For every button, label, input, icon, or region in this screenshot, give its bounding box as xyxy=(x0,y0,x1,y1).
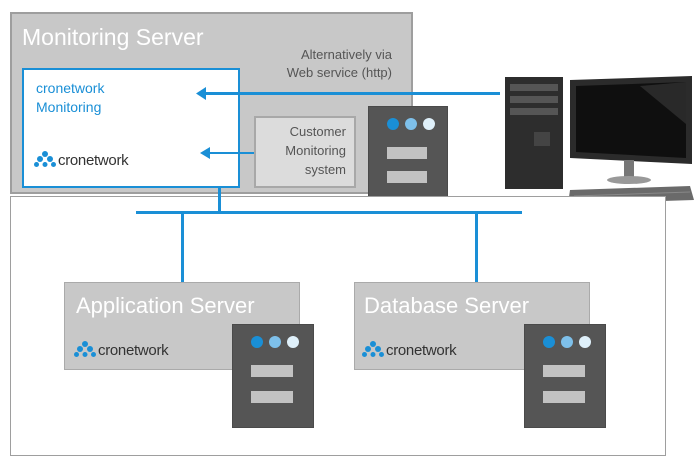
application-server-title: Application Server xyxy=(76,293,255,318)
drive-bay xyxy=(251,365,293,377)
cronetwork-monitoring-label-line1: cronetwork xyxy=(36,80,105,96)
status-led xyxy=(269,336,281,348)
drive-bay xyxy=(387,171,427,183)
database-server-link xyxy=(475,213,478,282)
drive-bay xyxy=(543,391,585,403)
monitoring-server-title: Monitoring Server xyxy=(22,24,204,50)
drive-bay xyxy=(543,365,585,377)
cronetwork-logo-word: cronetwork xyxy=(58,152,129,169)
customer-monitoring-line1: Customer xyxy=(289,124,346,139)
cronetwork-monitoring-label-line2: Monitoring xyxy=(36,99,102,115)
arrow-left-icon xyxy=(196,87,206,100)
database-server-tower xyxy=(524,324,606,428)
customer-monitoring-connection-line xyxy=(206,152,254,154)
database-server-title: Database Server xyxy=(364,293,530,318)
customer-monitoring-box: Customer Monitoring system xyxy=(254,116,356,188)
status-led xyxy=(251,336,263,348)
cronetwork-logo: cronetwork xyxy=(362,340,472,364)
status-led xyxy=(579,336,591,348)
customer-monitoring-line3: system xyxy=(304,162,346,177)
web-service-note-line1: Alternatively via xyxy=(300,47,392,62)
status-led xyxy=(423,118,435,130)
cronetwork-logo-word: cronetwork xyxy=(386,342,457,359)
network-bus-line xyxy=(136,211,522,214)
cronetwork-logo-word: cronetwork xyxy=(98,342,169,359)
computer-icon xyxy=(505,76,694,204)
drive-bay xyxy=(387,147,427,159)
status-led xyxy=(561,336,573,348)
application-server-link xyxy=(181,213,184,282)
cronetwork-logo-icon xyxy=(74,341,96,357)
cronetwork-logo-icon xyxy=(34,151,56,167)
http-connection-line xyxy=(200,92,500,95)
cronetwork-logo: cronetwork xyxy=(34,150,144,180)
web-service-note-line2: Web service (http) xyxy=(286,65,392,80)
monitoring-uplink-line xyxy=(218,188,221,212)
cronetwork-monitoring-box xyxy=(22,68,240,188)
monitoring-server-tower xyxy=(368,106,448,210)
web-service-note: Alternatively via Web service (http) xyxy=(262,46,392,82)
cronetwork-logo: cronetwork xyxy=(74,340,184,364)
status-led xyxy=(387,118,399,130)
application-server-tower xyxy=(232,324,314,428)
arrow-left-icon xyxy=(200,147,210,159)
status-led xyxy=(405,118,417,130)
customer-monitoring-line2: Monitoring xyxy=(285,143,346,158)
status-led xyxy=(287,336,299,348)
cronetwork-logo-icon xyxy=(362,341,384,357)
drive-bay xyxy=(251,391,293,403)
status-led xyxy=(543,336,555,348)
